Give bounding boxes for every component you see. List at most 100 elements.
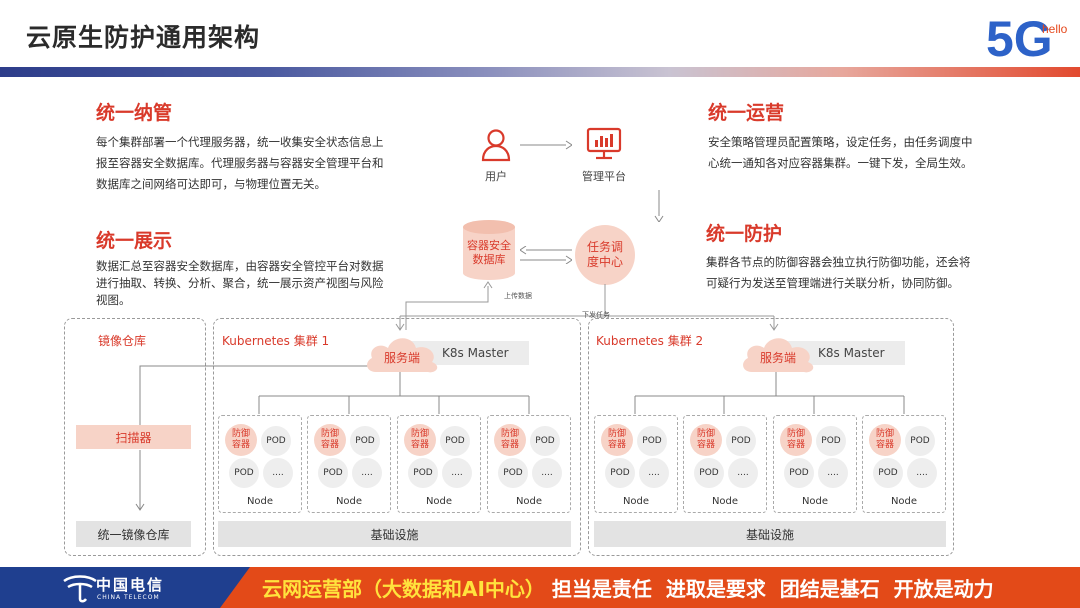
- defense-container: 防御容器: [690, 424, 722, 456]
- pod: POD: [440, 426, 470, 456]
- defense-container: 防御容器: [225, 424, 257, 456]
- pod: POD: [726, 426, 756, 456]
- section-text-display: 数据汇总至容器安全数据库，由容器安全管控平台对数据 进行抽取、转换、分析、聚合，…: [96, 258, 426, 309]
- pod: POD: [784, 458, 814, 488]
- cluster-1-node-3: 防御容器 POD POD .... Node: [397, 415, 481, 513]
- database-label: 容器安全 数据库: [461, 239, 517, 267]
- cluster-2-box: [588, 318, 954, 556]
- logo-5g-text: 5G: [986, 11, 1053, 62]
- unified-registry-box: 统一镜像仓库: [76, 521, 191, 547]
- node-label: Node: [515, 496, 543, 507]
- cluster-2-node-3: 防御容器 POD POD .... Node: [773, 415, 857, 513]
- pod: POD: [318, 458, 348, 488]
- cluster-1-node-2: 防御容器 POD POD .... Node: [307, 415, 391, 513]
- pod: POD: [605, 458, 635, 488]
- upload-dispatch-connectors: [395, 281, 779, 331]
- footer-brand-cn: 中国电信: [96, 576, 165, 594]
- cluster-1-cloud-icon: [367, 338, 438, 373]
- node-label: Node: [711, 496, 739, 507]
- section-title-display: 统一展示: [96, 230, 173, 252]
- logo-hello-text: hello: [1042, 22, 1068, 36]
- node-label: Node: [246, 496, 274, 507]
- text-line: 安全策略管理员配置策略，设定任务，由任务调度中: [708, 135, 973, 149]
- cluster-1-node-4: 防御容器 POD POD .... Node: [487, 415, 571, 513]
- cluster-1-title: Kubernetes 集群 1: [222, 334, 330, 348]
- image-registry-box: [64, 318, 206, 556]
- scheduler-label-line: 任务调: [586, 240, 623, 254]
- pod: POD: [530, 426, 560, 456]
- node-label: Node: [890, 496, 918, 507]
- section-title-operation: 统一运营: [708, 102, 785, 124]
- defense-container: 防御容器: [314, 424, 346, 456]
- defense-container: 防御容器: [404, 424, 436, 456]
- node-label: Node: [335, 496, 363, 507]
- section-title-defense: 统一防护: [706, 223, 783, 245]
- text-line: 每个集群部署一个代理服务器，统一收集安全状态信息上: [96, 135, 384, 149]
- pod-more: ....: [532, 458, 562, 488]
- node-label: Node: [801, 496, 829, 507]
- pod-more: ....: [907, 458, 937, 488]
- user-to-platform-arrow: [520, 140, 572, 150]
- pod: POD: [229, 458, 259, 488]
- text-line: 报至容器安全数据库。代理服务器与容器安全管理平台和: [96, 156, 384, 170]
- platform-label: 管理平台: [582, 170, 626, 183]
- cluster-2-title: Kubernetes 集群 2: [596, 334, 704, 348]
- pod: POD: [261, 426, 291, 456]
- pod: POD: [905, 426, 935, 456]
- pod: POD: [637, 426, 667, 456]
- footer-motto: 担当是责任 进取是要求 团结是基石 开放是动力: [551, 577, 994, 601]
- cluster-2-node-4: 防御容器 POD POD .... Node: [862, 415, 946, 513]
- cluster-2-cloud-icon: [743, 338, 814, 373]
- title-gradient-bar: [0, 67, 1080, 77]
- text-line: 数据汇总至容器安全数据库，由容器安全管控平台对数据: [96, 259, 384, 273]
- text-line: 视图。: [96, 293, 131, 307]
- node-label: Node: [622, 496, 650, 507]
- database-cylinder-icon: [463, 220, 515, 280]
- section-text-management: 每个集群部署一个代理服务器，统一收集安全状态信息上 报至容器安全数据库。代理服务…: [96, 132, 426, 195]
- db-label-line: 容器安全: [467, 239, 511, 252]
- platform-monitor-icon: [586, 127, 622, 160]
- pod: POD: [408, 458, 438, 488]
- db-scheduler-arrows: [520, 246, 572, 264]
- registry-title: 镜像仓库: [98, 334, 147, 348]
- node-label: Node: [425, 496, 453, 507]
- china-telecom-logo-icon: [63, 575, 97, 603]
- pod-more: ....: [639, 458, 669, 488]
- pod-more: ....: [818, 458, 848, 488]
- pod-more: ....: [728, 458, 758, 488]
- pod: POD: [816, 426, 846, 456]
- pod: POD: [350, 426, 380, 456]
- user-icon: [481, 129, 511, 162]
- cluster-1-server-label: 服务端: [383, 351, 420, 365]
- defense-container: 防御容器: [601, 424, 633, 456]
- pod-more: ....: [442, 458, 472, 488]
- pod-more: ....: [352, 458, 382, 488]
- user-label: 用户: [485, 170, 507, 183]
- footer-brand-panel: [0, 567, 250, 608]
- scanner-box: 扫描器: [76, 425, 191, 449]
- registry-connectors: [135, 365, 392, 511]
- pod: POD: [498, 458, 528, 488]
- cluster-2-server-label: 服务端: [759, 351, 796, 365]
- pod: POD: [694, 458, 724, 488]
- footer-slogan: 云网运营部（大数据和AI中心） 担当是责任 进取是要求 团结是基石 开放是动力: [262, 573, 994, 602]
- cluster-1-box: [213, 318, 581, 556]
- pod-more: ....: [263, 458, 293, 488]
- text-line: 心统一通知各对应容器集群。一键下发，全局生效。: [708, 156, 973, 170]
- text-line: 进行抽取、转换、分析、聚合，统一展示资产视图与风险: [96, 276, 384, 290]
- scheduler-label-line: 度中心: [586, 255, 623, 269]
- defense-container: 防御容器: [780, 424, 812, 456]
- footer-brand-en: CHINA TELECOM: [97, 594, 160, 601]
- cluster-2-tree-lines: [634, 372, 905, 414]
- db-label-line: 数据库: [472, 253, 506, 266]
- page-title: 云原生防护通用架构: [26, 23, 261, 52]
- platform-to-scheduler-arrow: [654, 190, 664, 222]
- text-line: 可疑行为发送至管理端进行关联分析，协同防御。: [706, 276, 959, 290]
- cluster-2-node-1: 防御容器 POD POD .... Node: [594, 415, 678, 513]
- cluster-1-infrastructure: 基础设施: [218, 521, 571, 547]
- pod: POD: [873, 458, 903, 488]
- defense-container: 防御容器: [494, 424, 526, 456]
- upload-data-label: 上传数据: [504, 292, 532, 300]
- text-line: 数据库之间网络可达即可，与物理位置无关。: [96, 177, 326, 191]
- cluster-1-node-1: 防御容器 POD POD .... Node: [218, 415, 302, 513]
